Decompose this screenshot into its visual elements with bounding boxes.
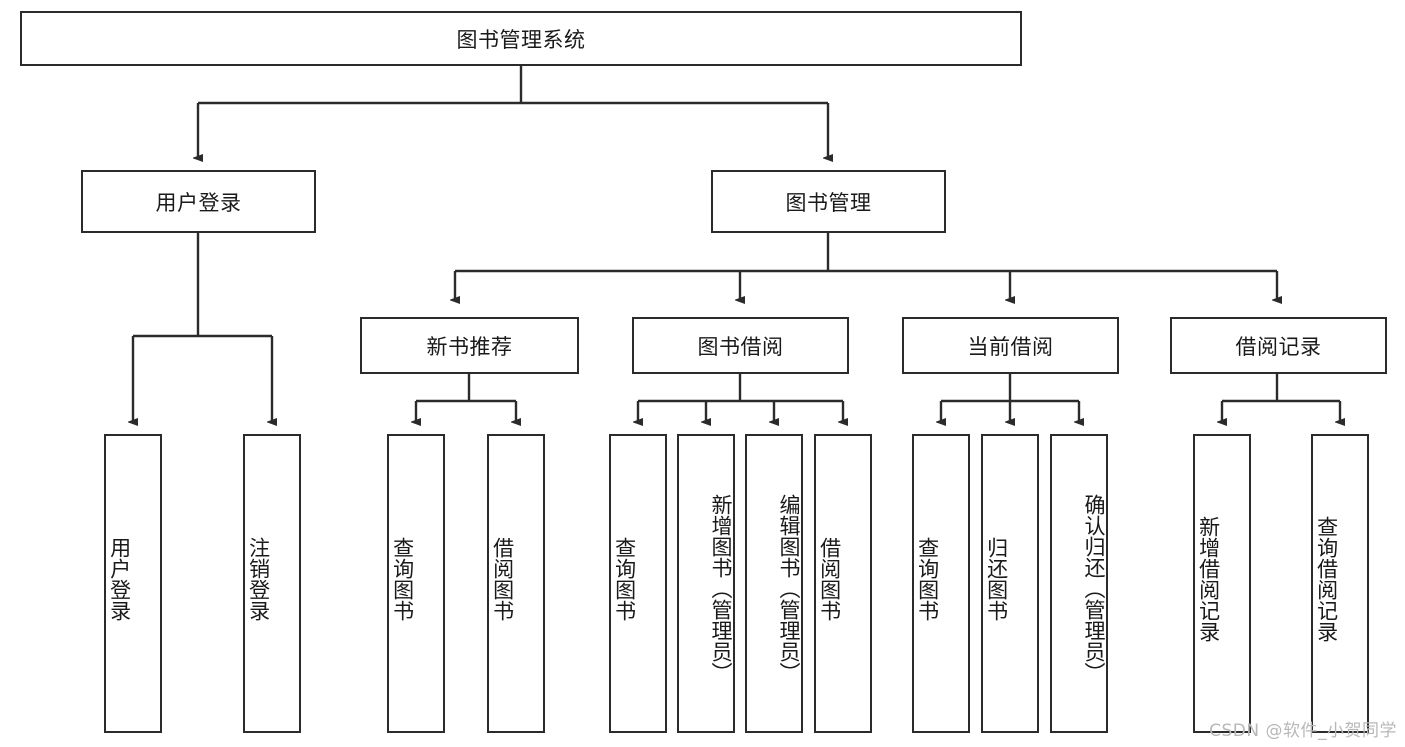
- node-label: 借阅图书: [817, 536, 842, 621]
- node-book-borrow[interactable]: 图书借阅: [632, 317, 849, 374]
- node-label: 查询借阅记录: [1314, 515, 1339, 642]
- node-label: 查询图书: [612, 536, 637, 621]
- node-label: 确认归还（管理员）: [1082, 494, 1106, 683]
- node-book-management[interactable]: 图书管理: [711, 170, 946, 233]
- node-label: 新书推荐: [426, 334, 513, 359]
- leaf-borrow-borrow-book[interactable]: 借阅图书: [814, 434, 872, 733]
- node-label: 图书管理系统: [456, 27, 586, 52]
- leaf-user-login-logout[interactable]: 注销登录: [243, 434, 301, 733]
- node-label: 用户登录: [107, 536, 132, 621]
- watermark-text: CSDN @软件_小贺同学: [1209, 721, 1397, 741]
- node-root-system[interactable]: 图书管理系统: [20, 11, 1022, 66]
- node-label: 借阅记录: [1235, 334, 1322, 359]
- leaf-current-return-book[interactable]: 归还图书: [981, 434, 1039, 733]
- leaf-current-confirm-return-admin[interactable]: 确认归还（管理员）: [1050, 434, 1108, 733]
- node-label: 归还图书: [984, 536, 1009, 621]
- node-label: 注销登录: [246, 536, 271, 621]
- leaf-recommend-borrow-book[interactable]: 借阅图书: [487, 434, 545, 733]
- leaf-current-query-book[interactable]: 查询图书: [912, 434, 970, 733]
- node-borrow-record[interactable]: 借阅记录: [1170, 317, 1387, 374]
- node-label: 查询图书: [390, 536, 415, 621]
- leaf-borrow-add-book-admin[interactable]: 新增图书（管理员）: [677, 434, 735, 733]
- node-user-login[interactable]: 用户登录: [81, 170, 316, 233]
- node-label: 新增图书（管理员）: [709, 494, 733, 683]
- leaf-borrow-query-book[interactable]: 查询图书: [609, 434, 667, 733]
- leaf-borrow-edit-book-admin[interactable]: 编辑图书（管理员）: [745, 434, 803, 733]
- node-label: 查询图书: [915, 536, 940, 621]
- leaf-recommend-query-book[interactable]: 查询图书: [387, 434, 445, 733]
- node-new-book-recommend[interactable]: 新书推荐: [360, 317, 579, 374]
- leaf-user-login-login[interactable]: 用户登录: [104, 434, 162, 733]
- node-label: 用户登录: [155, 190, 242, 215]
- node-label: 图书借阅: [697, 334, 784, 359]
- node-label: 新增借阅记录: [1196, 515, 1221, 642]
- node-label: 编辑图书（管理员）: [777, 494, 801, 683]
- node-label: 借阅图书: [490, 536, 515, 621]
- node-label: 当前借阅: [967, 334, 1054, 359]
- node-label: 图书管理: [785, 190, 872, 215]
- leaf-record-query-record[interactable]: 查询借阅记录: [1311, 434, 1369, 733]
- node-current-borrow[interactable]: 当前借阅: [902, 317, 1119, 374]
- leaf-record-add-record[interactable]: 新增借阅记录: [1193, 434, 1251, 733]
